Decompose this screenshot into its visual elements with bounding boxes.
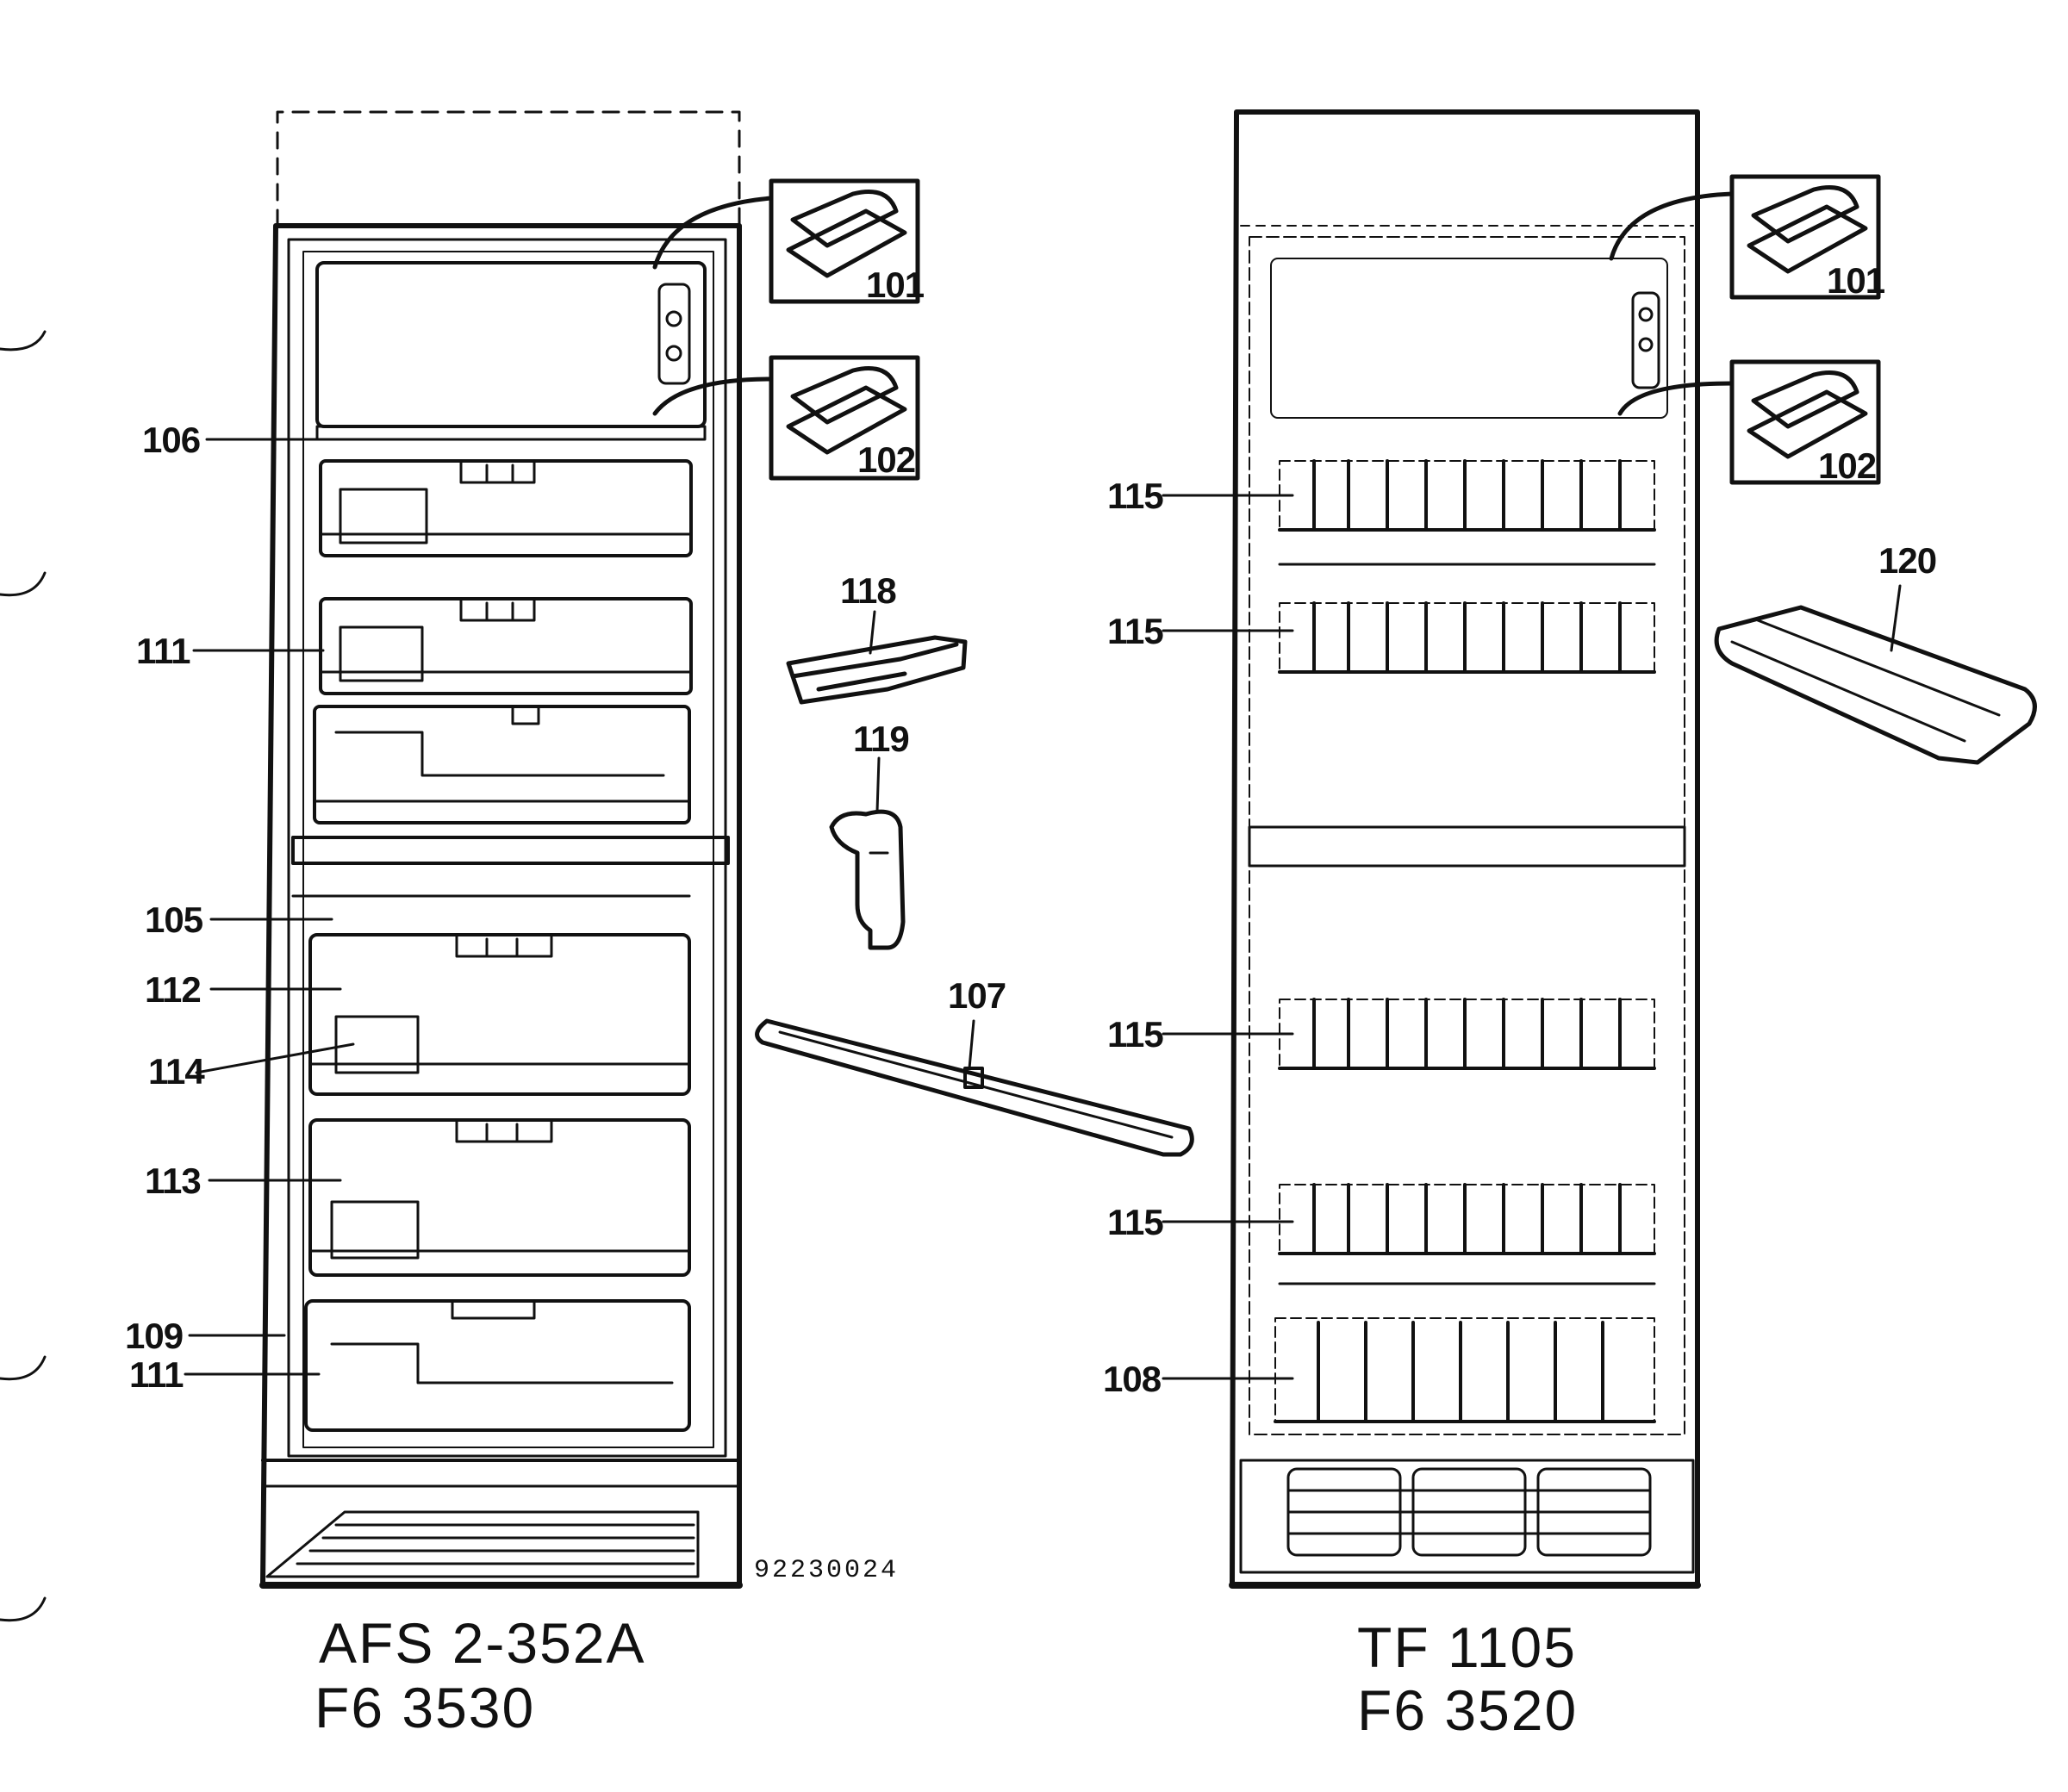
callout-102-left: 102 <box>857 439 915 480</box>
left-model-line2: F6 3530 <box>315 1676 535 1739</box>
leader-lines <box>184 438 1902 1380</box>
thermostat-control-right <box>1631 291 1660 389</box>
ventilation-grille-right <box>1239 1459 1695 1574</box>
door-seal-inset-101 <box>652 178 920 304</box>
cabinet-outline <box>260 223 742 1588</box>
callout-115-d: 115 <box>1107 1202 1163 1242</box>
part-119-door-stop <box>829 809 906 950</box>
ventilation-grille <box>265 1510 700 1578</box>
callout-106: 106 <box>142 420 200 460</box>
callout-105: 105 <box>145 899 203 940</box>
right-freezer <box>1229 109 1881 1589</box>
callout-111-upper: 111 <box>136 631 190 671</box>
part-118-hinge <box>786 635 968 705</box>
freezer-baskets <box>1248 459 1686 1423</box>
callout-101-right: 101 <box>1827 260 1885 301</box>
callout-108: 108 <box>1103 1359 1162 1399</box>
right-model-line1: TF 1105 <box>1357 1615 1577 1679</box>
cabinet-outline-right <box>1230 109 1700 1588</box>
callout-114: 114 <box>148 1051 205 1092</box>
part-120-ice-tray <box>1714 605 2037 765</box>
freezer-drawers <box>304 933 691 1432</box>
callout-112: 112 <box>145 969 201 1010</box>
door-seal-inset-102 <box>652 355 920 481</box>
callout-109: 109 <box>125 1316 183 1356</box>
right-model-line2: F6 3520 <box>1357 1678 1578 1742</box>
left-model-line1: AFS 2-352A <box>319 1611 646 1675</box>
callout-107: 107 <box>948 975 1006 1016</box>
door-seal-inset-102-right <box>1617 359 1881 485</box>
dashed-top-outline <box>276 110 741 227</box>
callout-115-b: 115 <box>1107 611 1163 651</box>
door-seal-inset-101-right <box>1609 174 1881 300</box>
callout-115-c: 115 <box>1107 1014 1163 1055</box>
thermostat-control <box>657 283 691 385</box>
callout-120: 120 <box>1878 540 1936 581</box>
drawing-number: 92230024 <box>754 1556 899 1585</box>
callout-101-left: 101 <box>866 264 925 305</box>
callout-labels: 101 102 106 111 105 112 114 113 109 111 … <box>125 260 1937 1399</box>
callout-115-a: 115 <box>1107 476 1163 516</box>
upper-trays <box>313 459 693 824</box>
callout-118: 118 <box>840 570 896 611</box>
callout-102-right: 102 <box>1818 445 1876 486</box>
callout-119: 119 <box>853 719 909 759</box>
callout-111-lower: 111 <box>129 1354 184 1395</box>
left-refrigerator <box>259 110 920 1589</box>
compartment-divider <box>291 836 730 865</box>
model-labels: AFS 2-352A F6 3530 TF 1105 F6 3520 <box>315 1611 1578 1742</box>
binder-hole-marks <box>0 330 47 1622</box>
part-107-handle <box>755 1018 1194 1157</box>
callout-113: 113 <box>145 1160 201 1201</box>
